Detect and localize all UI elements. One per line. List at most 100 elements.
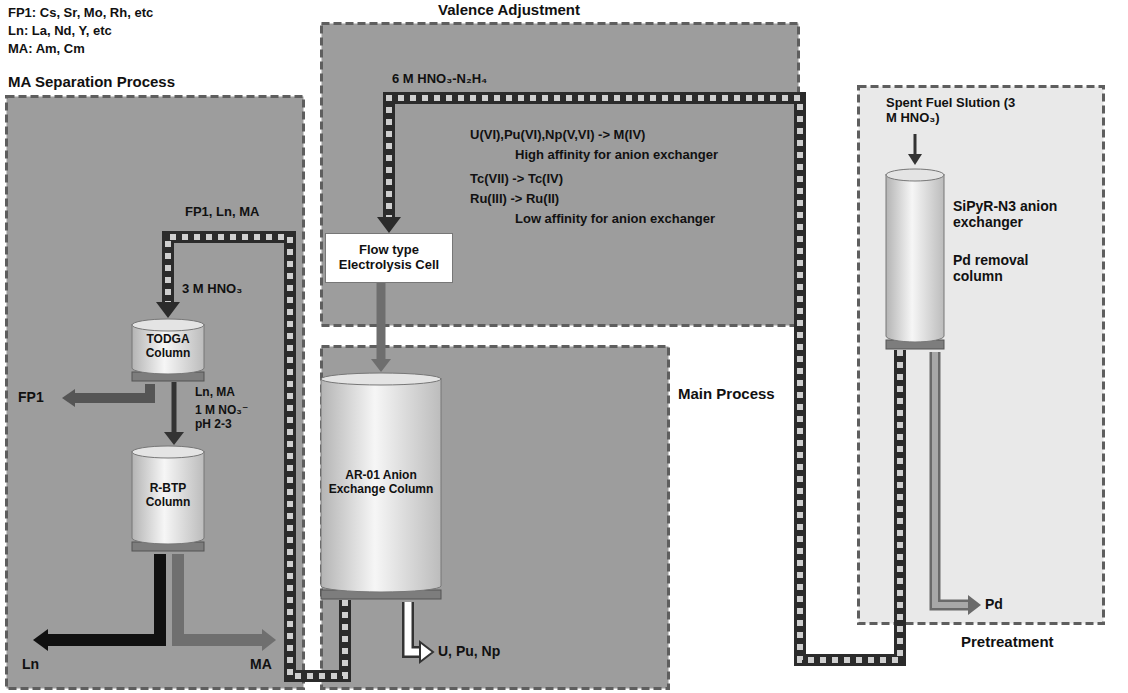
column-label: Pd removal column [953,252,1075,284]
ln-head [33,629,48,651]
annotation-text: Ru(III) -> Ru(II) [470,192,559,207]
label-holder: FP1: Cs, Sr, Mo, Rh, etc [8,6,153,21]
electrolysis-cell: Flow type Electrolysis Cell [325,233,453,283]
annotation-text: Tc(VII) -> Tc(IV) [470,172,563,187]
label-holder: Ln, MA [195,386,235,400]
column-top [321,373,441,385]
annotation-text: High affinity for anion exchanger [515,148,718,163]
ma-head [262,629,276,651]
text-holder: Pd removal column [953,252,1075,284]
text-holder: Main Process [678,385,775,402]
annotation-text: MA [250,656,272,672]
annotation-text: Spent Fuel Slution (3 M HNO₃) [886,96,1016,126]
panel-ground [322,347,669,689]
column-label: AR-01 Anion Exchange Column [320,469,442,497]
column-top [132,446,204,458]
annotation-text: U, Pu, Np [438,643,500,659]
arrow-head [377,217,401,233]
text-holder: Valence Adjustment [438,1,580,18]
process-panel: SiPyR-N3 anion exchanger Pd removal colum… [857,85,1105,625]
text-holder: SiPyR-N3 anion exchanger [953,198,1075,230]
column-body [132,451,204,544]
pd-head [968,595,981,615]
column-shape [885,168,945,350]
text-holder: Pretreatment [961,633,1054,650]
label-holder: Ln: La, Nd, Y, etc [8,24,112,39]
text-holder: TODGA Column [131,324,205,370]
exchange-column: AR-01 Anion Exchange Column [320,372,442,600]
label-holder: 1 M NO₃⁻ pH 2-3 [195,404,267,432]
panel-title: Pretreatment [961,633,1054,650]
label-holder: U(VI),Pu(VI),Np(V,VI) -> M(IV) [470,128,645,143]
panel-title: Valence Adjustment [438,1,580,18]
process-panel: TODGA ColumnR-BTP ColumnMA Separation Pr… [5,95,305,690]
feed-line [914,134,917,154]
text-holder: Flow type Electrolysis Cell [326,234,452,282]
column-label: R-BTP Column [131,482,205,510]
annotation-text: Low affinity for anion exchanger [515,212,715,227]
actinide-head [420,642,433,662]
column-top [886,169,944,181]
flow-arrow [377,283,386,360]
box-label: Flow type Electrolysis Cell [326,243,452,273]
feed-arrow [908,134,922,165]
label-holder: Pd [985,596,1003,612]
connector-group [371,283,391,372]
annotation-text: FP1, Ln, MA [185,205,259,220]
label-holder: U, Pu, Np [438,643,500,659]
annotation-text: 6 M HNO₃-N₂H₄ [392,72,487,87]
connector-group [164,382,184,445]
connector-group [377,98,900,660]
ma-output-arrow [178,554,276,651]
ln-pipe [48,554,160,640]
label-holder: 3 M HNO₃ [182,282,242,297]
panel-title: MA Separation Process [8,73,175,90]
annotation-text: FP1: Cs, Sr, Mo, Rh, etc [8,6,153,21]
label-holder: Ru(III) -> Ru(II) [470,192,559,207]
fp1-pipe [75,384,150,398]
annotation-text: Ln: La, Nd, Y, etc [8,24,112,39]
column-label: TODGA Column [131,333,205,361]
label-holder: Low affinity for anion exchanger [515,212,715,227]
annotation-text: MA: Am, Cm [8,42,85,57]
annotation-text: Pd [985,596,1003,612]
fp1-output-arrow [62,384,150,407]
panel-title: Main Process [678,385,775,402]
flow-arrow [172,382,177,433]
arrow-head [164,432,184,445]
actinide-output-arrow [408,602,433,662]
process-pipe [389,98,900,660]
ln-output-arrow [33,554,160,651]
extraction-column: R-BTP Column [131,445,205,552]
actinide-pipe [408,602,420,652]
column-top [132,319,204,331]
label-holder: High affinity for anion exchanger [515,148,718,163]
label-holder: MA: Am, Cm [8,42,85,57]
annotation-text: FP1 [18,389,44,405]
label-holder: Spent Fuel Slution (3 M HNO₃) [886,96,1016,126]
column-label: SiPyR-N3 anion exchanger [953,198,1075,230]
label-holder: MA [250,656,272,672]
label-holder: 6 M HNO₃-N₂H₄ [392,72,487,87]
text-holder: MA Separation Process [8,73,175,90]
panel-layer [7,24,1104,689]
extraction-column: TODGA Column [131,318,205,382]
column-body [321,378,441,592]
process-panel: AR-01 Anion Exchange ColumnMain Process [320,345,670,690]
pipe-pattern [389,98,900,660]
ma-pipe [178,554,262,640]
label-holder: FP1, Ln, MA [185,205,259,220]
fp1-head [62,389,75,407]
annotation-text: U(VI),Pu(VI),Np(V,VI) -> M(IV) [470,128,645,143]
label-holder: Tc(VII) -> Tc(IV) [470,172,563,187]
exchange-column: SiPyR-N3 anion exchangerPd removal colum… [885,168,945,350]
arrow-head [156,302,180,318]
pd-output-arrow [935,352,981,615]
pd-pipe-core [935,352,968,605]
annotation-text: Ln [22,656,39,672]
text-holder: AR-01 Anion Exchange Column [320,378,442,588]
pd-pipe [935,352,968,605]
label-holder: Ln [22,656,39,672]
annotation-text: Ln, MA [195,386,235,400]
feed-head [908,154,922,165]
